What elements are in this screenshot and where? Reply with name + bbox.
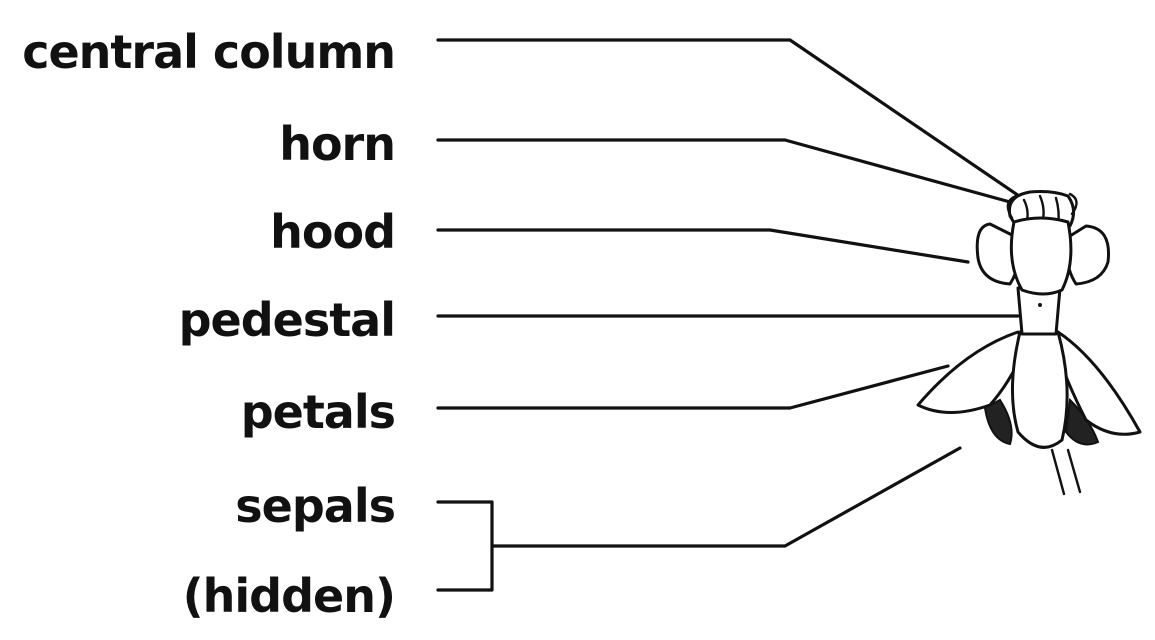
leader-sepals-bracket [436,446,962,592]
label-horn: horn [279,117,395,171]
label-pedestal: pedestal [179,293,395,347]
leader-hood [436,228,970,264]
label-hood: hood [270,205,395,259]
leader-petals [436,364,950,410]
label-petals: petals [241,385,395,439]
leader-horn [436,138,1012,204]
label-hidden: (hidden) [183,569,395,623]
milkweed-flower-icon [916,190,1142,496]
leader-central-column [436,38,1024,200]
label-central-column: central column [22,25,395,79]
label-sepals: sepals [235,479,395,533]
